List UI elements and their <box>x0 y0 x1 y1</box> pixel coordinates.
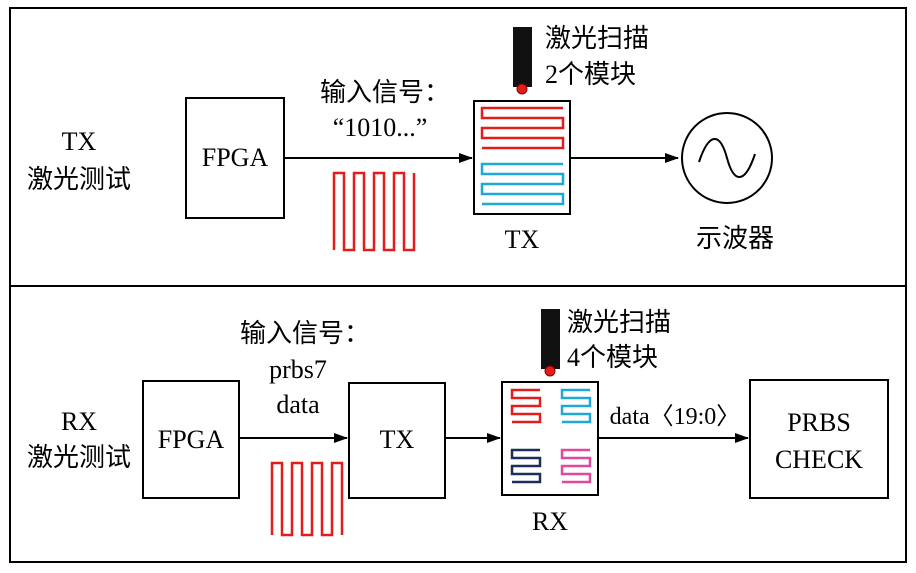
rx-dut-module-2-icon <box>560 388 592 424</box>
tx-section-label-line2: 激光测试 <box>27 165 131 194</box>
tx-laser-label-line2: 2个模块 <box>545 60 636 89</box>
tx-dut-module-2-icon <box>480 162 565 206</box>
prbs-check-box <box>749 379 889 499</box>
rx-section-label-line1: RX <box>61 407 97 436</box>
tx-fpga-label: FPGA <box>202 143 269 172</box>
sine-wave-icon <box>698 138 756 178</box>
tx-square-wave-icon <box>332 171 416 252</box>
oscilloscope-label: 示波器 <box>696 224 774 253</box>
rx-bus-label: data〈19:0〉 <box>610 404 741 430</box>
rx-tx-label: TX <box>380 425 415 454</box>
tx-section-label-line1: TX <box>62 127 97 156</box>
rx-laser-probe-icon <box>541 309 560 369</box>
rx-dut-module-4-icon <box>560 448 592 484</box>
rx-input-label-line3: data <box>276 390 320 419</box>
rx-tx-box <box>348 382 446 499</box>
rx-dut-module-3-icon <box>510 448 542 484</box>
rx-dut-module-1-icon <box>510 388 542 424</box>
rx-fpga-box <box>142 380 240 499</box>
prbs-check-label-line1: PRBS <box>787 408 851 437</box>
tx-fpga-box <box>185 97 285 219</box>
rx-laser-label-line2: 4个模块 <box>567 343 658 372</box>
tx-input-label-line2: “1010...” <box>333 113 428 142</box>
rx-laser-label-line1: 激光扫描 <box>567 308 671 337</box>
rx-fpga-label: FPGA <box>158 425 225 454</box>
tx-input-label-line1: 输入信号： <box>320 78 450 107</box>
rx-section-frame <box>9 285 907 563</box>
rx-input-label-line1: 输入信号： <box>240 319 370 348</box>
rx-section-label-line2: 激光测试 <box>27 443 131 472</box>
tx-dut-module-1-icon <box>480 106 565 150</box>
tx-dut-label: TX <box>505 225 540 254</box>
rx-input-label-line2: prbs7 <box>269 355 327 384</box>
tx-laser-spot-icon <box>516 83 528 95</box>
tx-laser-label-line1: 激光扫描 <box>545 24 649 53</box>
rx-square-wave-icon <box>270 461 344 537</box>
rx-laser-spot-icon <box>544 365 556 377</box>
tx-laser-probe-icon <box>513 27 532 87</box>
prbs-check-label-line2: CHECK <box>775 445 863 474</box>
rx-dut-label: RX <box>532 507 568 536</box>
